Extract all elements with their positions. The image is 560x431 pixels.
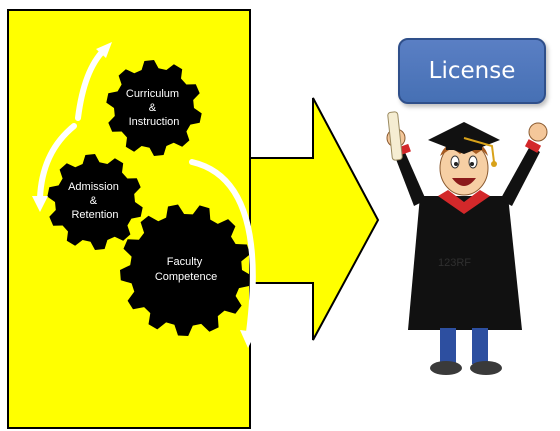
cycle-arrow-top-head	[96, 42, 112, 58]
gear-label-faculty: Faculty Competence	[155, 256, 217, 283]
license-label: License	[428, 58, 516, 84]
graduate-right-cuff	[524, 139, 542, 153]
graduate-right-leg	[472, 328, 488, 364]
gear-label-curriculum: Curriculum & Instruction	[126, 88, 182, 128]
license-box: License	[398, 38, 546, 104]
graduate-mouth	[452, 178, 476, 186]
cycle-arrow-top	[75, 47, 107, 121]
graduate-gown	[408, 196, 522, 330]
diploma-icon	[387, 111, 403, 161]
graduate-right-arm	[500, 146, 540, 206]
graduate-left-arm	[394, 150, 426, 206]
graduate-illustration: 123RF	[386, 111, 548, 375]
cycle-arrow-right-head	[240, 330, 256, 348]
big-arrow	[249, 97, 380, 341]
gear-faculty	[120, 204, 252, 336]
cycle-arrow-left	[37, 123, 77, 201]
graduate-right-shoe	[470, 361, 502, 375]
watermark-text: 123RF	[438, 257, 471, 269]
cycle-arrow-left-head	[32, 196, 48, 212]
gear-curriculum	[106, 60, 202, 156]
graduate-collar	[438, 190, 490, 214]
gear-label-admission: Admission & Retention	[68, 181, 122, 221]
graduate-left-leg	[440, 328, 456, 364]
cycle-arrow-right	[189, 159, 256, 343]
graduate-left-shoe	[430, 361, 462, 375]
gear-admission	[47, 154, 143, 250]
cycle-arrows	[32, 42, 256, 348]
graduate-right-hand	[528, 122, 548, 142]
